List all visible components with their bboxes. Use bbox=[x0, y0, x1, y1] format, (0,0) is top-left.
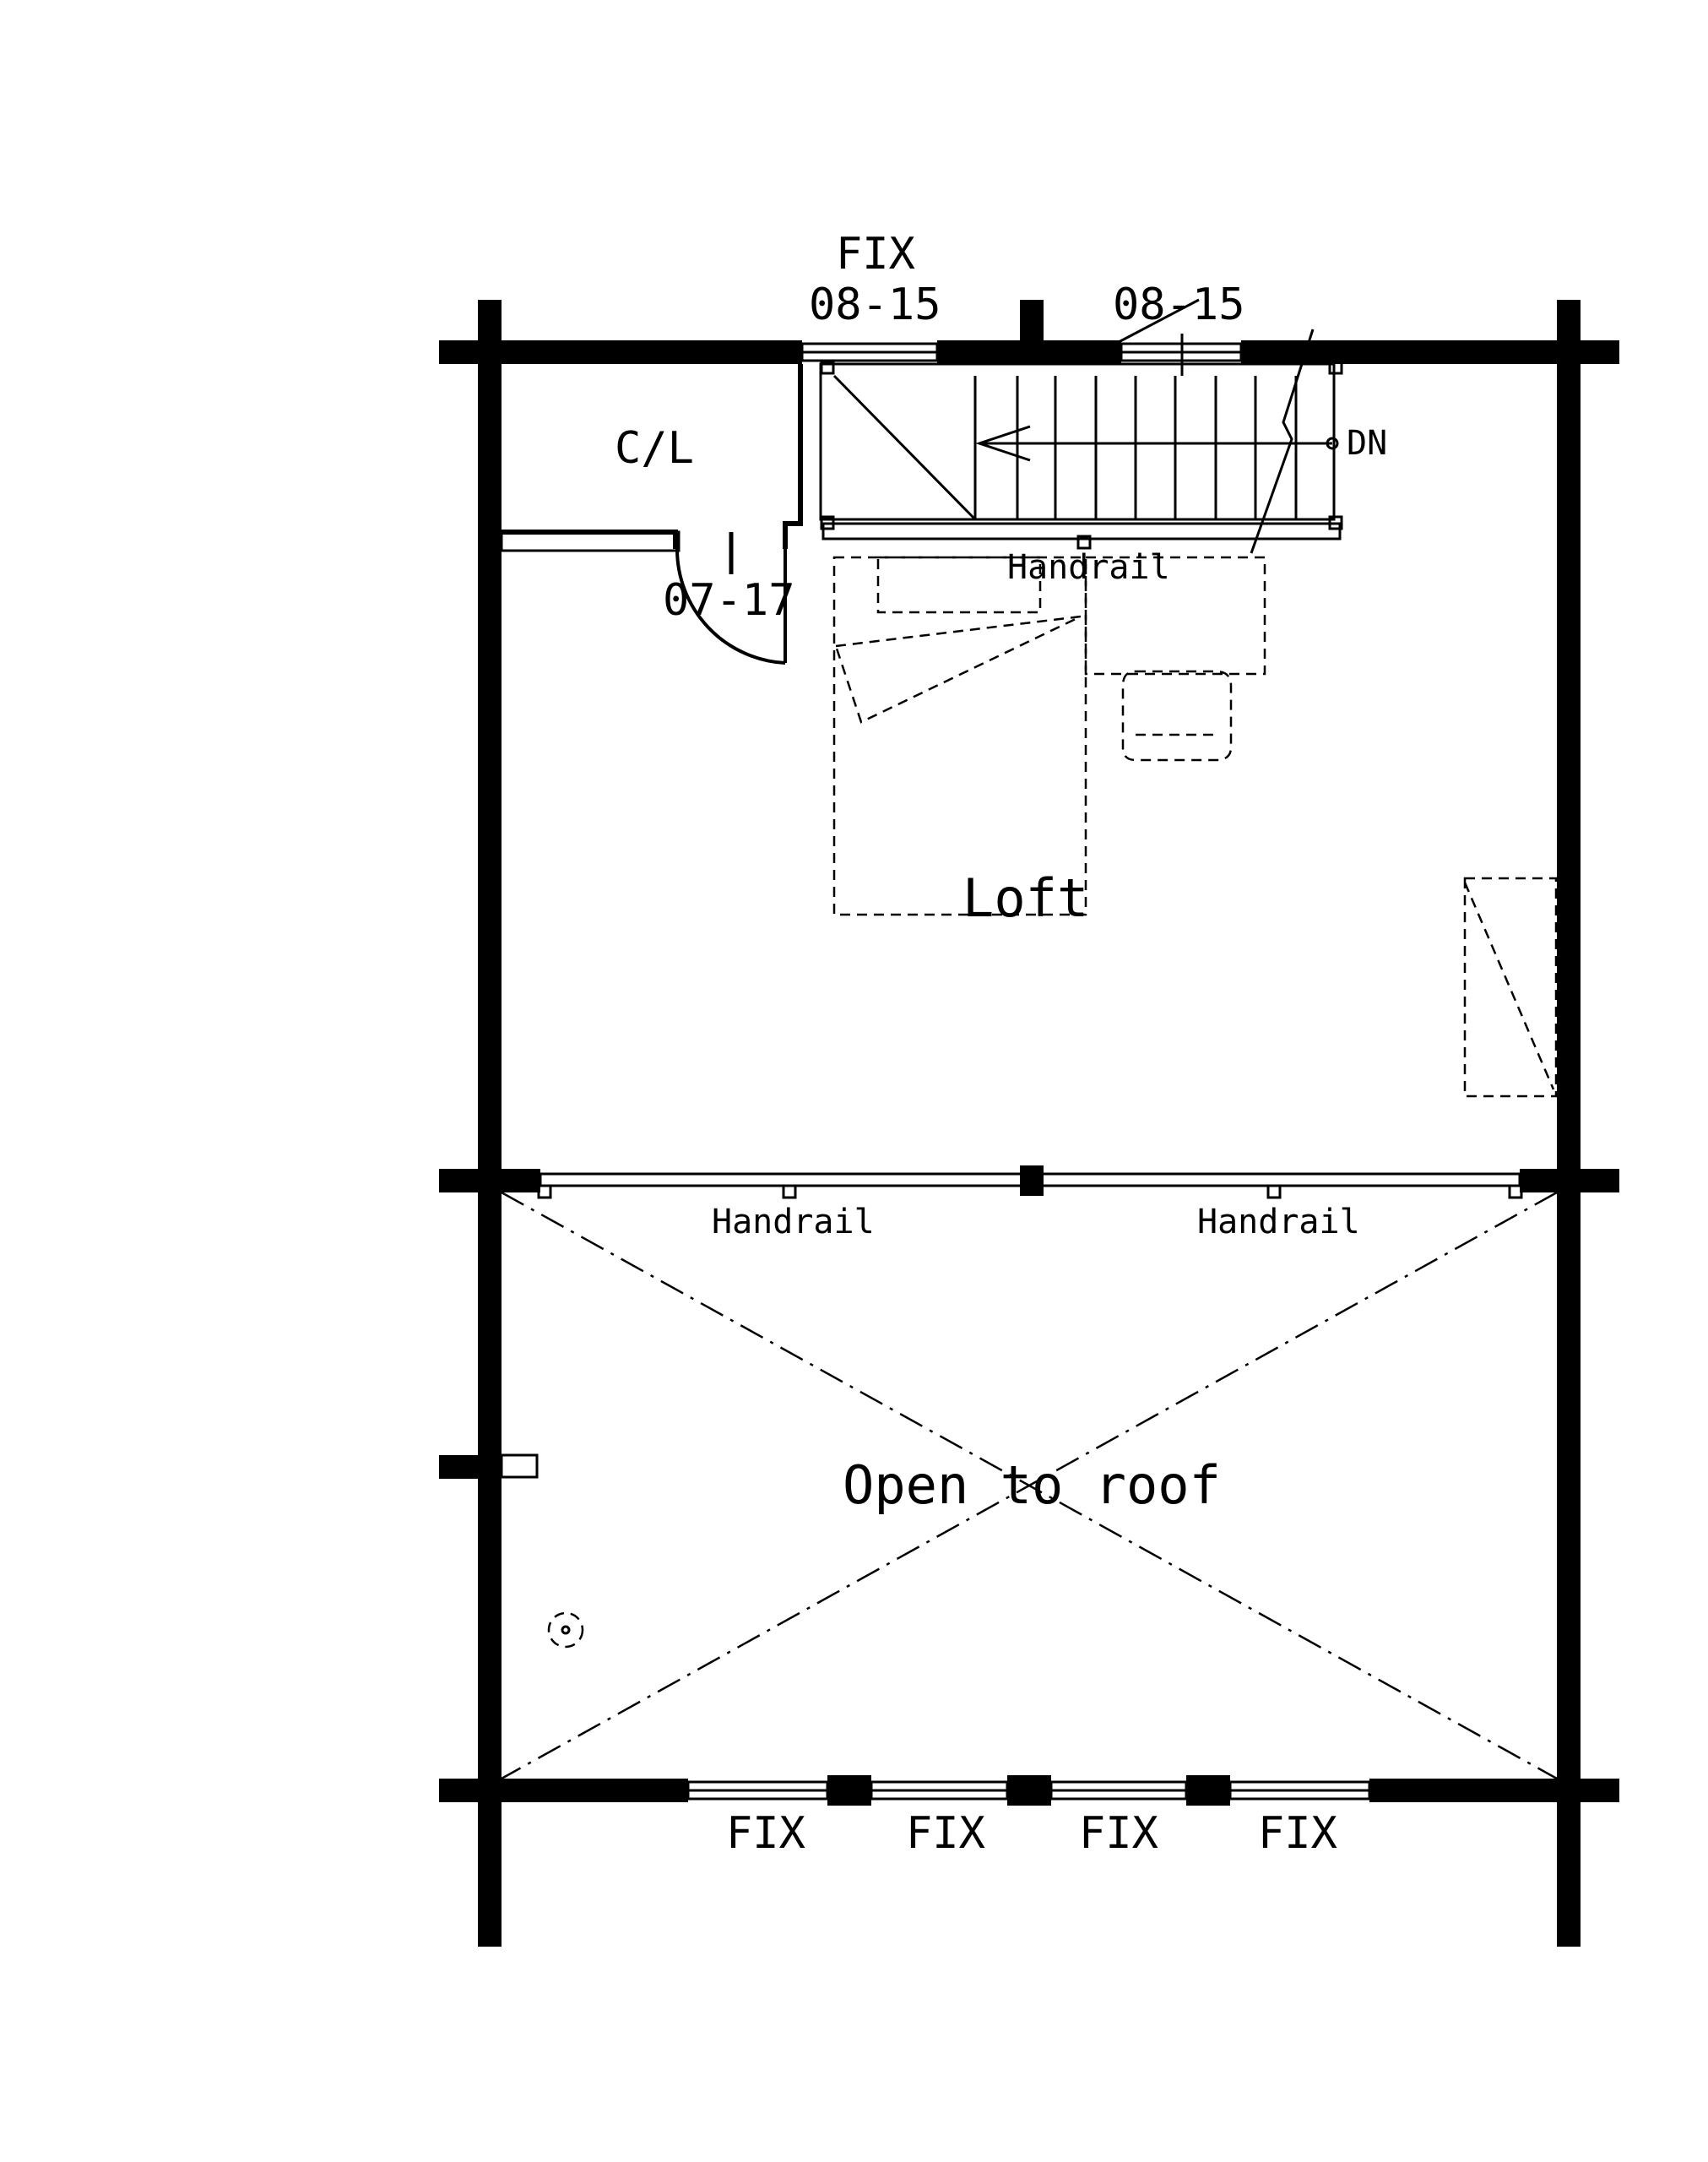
desk bbox=[876, 556, 1042, 614]
mid-wall-left bbox=[439, 1169, 540, 1192]
bottom-wall-right bbox=[1369, 1779, 1619, 1802]
stair bbox=[819, 329, 1343, 554]
bottom-wall-left bbox=[439, 1779, 688, 1802]
bottom-fix-3-label: FIX bbox=[1079, 1808, 1158, 1859]
bottom-fix-4-label: FIX bbox=[1258, 1808, 1337, 1859]
top-wall-post bbox=[1020, 300, 1044, 350]
mid-wall-post bbox=[1020, 1165, 1044, 1196]
closet-shelf bbox=[500, 530, 680, 552]
bottom-wall-post-1 bbox=[827, 1775, 871, 1806]
bed bbox=[832, 556, 1087, 916]
loft-label: Loft bbox=[962, 867, 1088, 929]
top-windows bbox=[800, 298, 1243, 376]
closet-door-label: 07-17 bbox=[663, 575, 795, 626]
stair-rail bbox=[821, 522, 1342, 540]
right-wall bbox=[1557, 300, 1581, 1947]
top-wall-right bbox=[1241, 340, 1619, 364]
cabinet bbox=[1463, 877, 1558, 1098]
stair-dn-label: DN bbox=[1347, 424, 1387, 463]
loft-handrail bbox=[537, 1172, 1523, 1199]
walls bbox=[439, 300, 1619, 1947]
top-window-left-label: 08-15 bbox=[809, 280, 941, 330]
top-wall-left bbox=[439, 340, 802, 364]
bottom-wall-post-3 bbox=[1186, 1775, 1230, 1806]
bottom-fix-1-label: FIX bbox=[726, 1808, 805, 1859]
open-to-roof-lines bbox=[501, 1191, 1558, 1780]
stair-handrail-label: Handrail bbox=[1007, 548, 1170, 587]
desk-2 bbox=[1084, 556, 1266, 676]
handrail-right-label: Handrail bbox=[1197, 1203, 1360, 1241]
bottom-windows bbox=[686, 1780, 1371, 1801]
labels: FIX 08-15 08-15 C/L 07-17 DN Handrail Lo… bbox=[615, 229, 1387, 1859]
closet bbox=[500, 364, 803, 665]
bottom-wall-post-2 bbox=[1007, 1775, 1051, 1806]
left-stub bbox=[439, 1455, 481, 1479]
open-to-roof-label: Open to roof bbox=[843, 1454, 1221, 1516]
closet-label: C/L bbox=[615, 423, 694, 474]
left-stub-outline bbox=[500, 1453, 539, 1479]
bottom-fix-2-label: FIX bbox=[906, 1808, 985, 1859]
left-wall bbox=[478, 300, 502, 1947]
top-fix-label: FIX bbox=[836, 229, 915, 280]
top-window-right-label: 08-15 bbox=[1113, 280, 1245, 330]
flue-icon bbox=[547, 1611, 584, 1649]
chair bbox=[1121, 670, 1233, 762]
loft-furniture bbox=[832, 556, 1558, 1098]
handrail-left-label: Handrail bbox=[712, 1203, 875, 1241]
mid-wall-right bbox=[1520, 1169, 1619, 1192]
